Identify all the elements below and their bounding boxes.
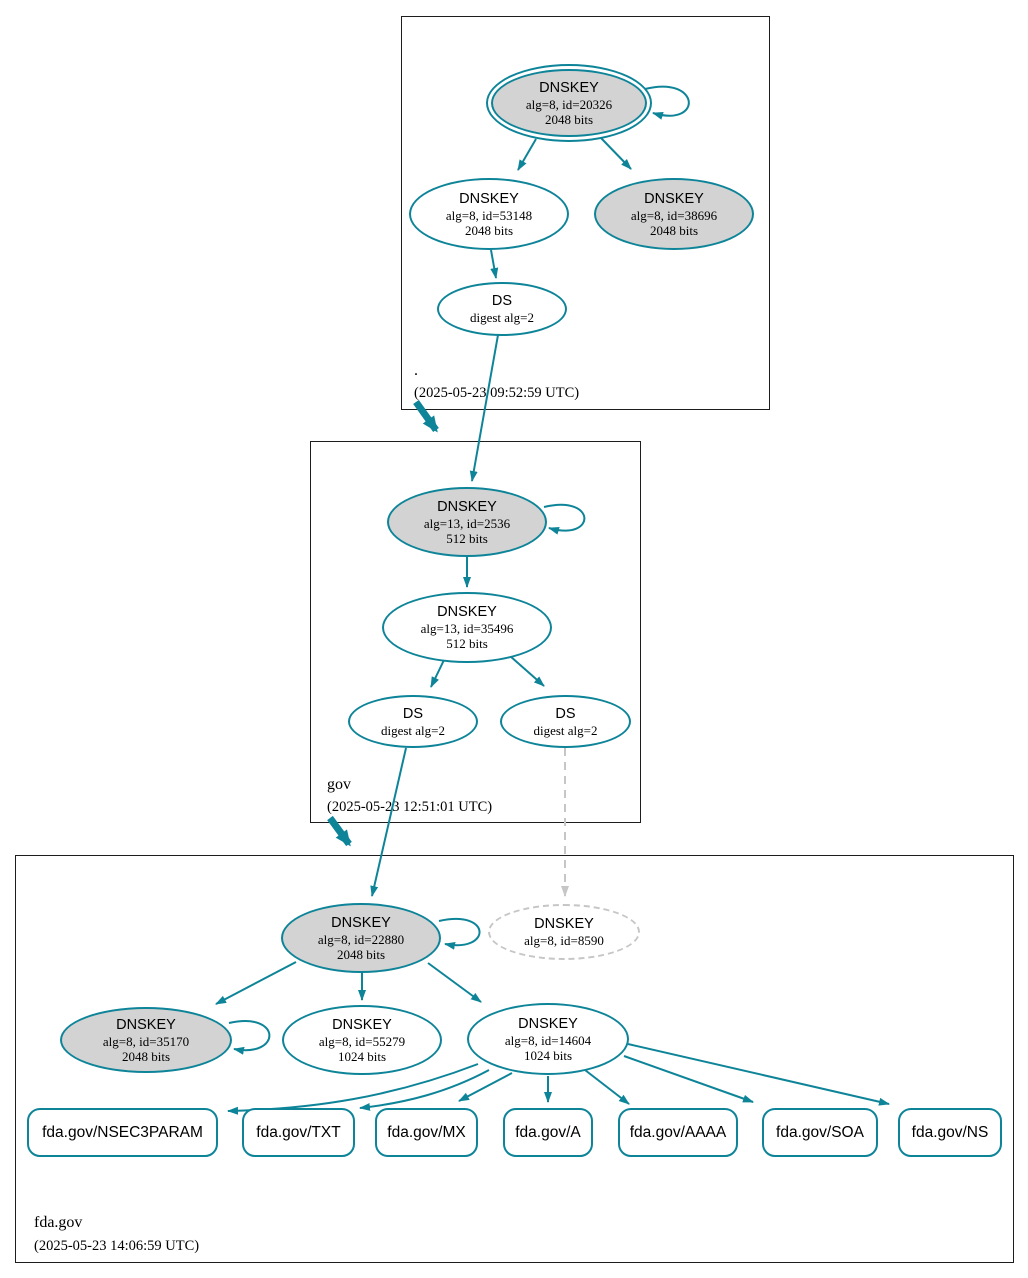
node-title: DNSKEY xyxy=(331,914,391,931)
node-bits: 2048 bits xyxy=(464,222,514,238)
zone-box-root: . (2025-05-23 09:52:59 UTC) xyxy=(401,16,770,410)
node-detail: digest alg=2 xyxy=(380,722,446,738)
rrset-node-mx[interactable]: fda.gov/MX xyxy=(375,1108,478,1157)
dnskey-node-20326-ksk[interactable]: DNSKEY alg=8, id=20326 2048 bits xyxy=(486,64,652,142)
edge-delegation-root-to-gov xyxy=(413,399,439,433)
node-title: DS xyxy=(402,705,424,722)
node-detail: digest alg=2 xyxy=(469,310,535,325)
dnskey-node-38696[interactable]: DNSKEY alg=8, id=38696 2048 bits xyxy=(594,178,754,250)
edge-gov-zsk-to-ds2 xyxy=(509,655,545,687)
edge-gov-zsk-to-ds1 xyxy=(430,659,445,688)
edge-delegation-gov-to-fdagov xyxy=(327,815,352,847)
node-bits: 2048 bits xyxy=(544,111,594,127)
node-title: DNSKEY xyxy=(539,79,599,96)
node-detail: alg=8, id=53148 xyxy=(445,207,533,223)
edge-zsk-to-mx xyxy=(458,1072,513,1102)
edge-root-zsk-to-ds xyxy=(490,249,499,279)
rrset-node-nsec3param[interactable]: fda.gov/NSEC3PARAM xyxy=(27,1108,218,1157)
node-title: DNSKEY xyxy=(437,604,497,620)
edge-root-ksk-to-key38696 xyxy=(600,137,632,170)
ds-node-gov-2[interactable]: DS digest alg=2 xyxy=(500,695,631,748)
node-title: DNSKEY xyxy=(518,1015,578,1032)
node-detail: alg=8, id=55279 xyxy=(318,1033,406,1049)
node-title: DNSKEY xyxy=(459,190,519,207)
zone-box-gov: gov (2025-05-23 12:51:01 UTC) xyxy=(310,441,641,823)
node-title: DS xyxy=(555,705,576,722)
edge-zsk-to-soa xyxy=(623,1055,754,1103)
dnskey-node-53148[interactable]: DNSKEY alg=8, id=53148 2048 bits xyxy=(409,178,569,250)
node-bits: 2048 bits xyxy=(121,1048,171,1064)
edge-zsk-to-ns xyxy=(627,1043,890,1106)
dnskey-node-14604-zsk[interactable]: DNSKEY alg=8, id=14604 1024 bits xyxy=(467,1003,629,1075)
node-bits: 1024 bits xyxy=(337,1048,387,1064)
node-detail: alg=8, id=35170 xyxy=(102,1033,190,1049)
ds-node-root[interactable]: DS digest alg=2 xyxy=(437,282,567,336)
node-title: DNSKEY xyxy=(437,498,497,515)
node-title: DS xyxy=(491,293,513,309)
node-title: DNSKEY xyxy=(116,1016,176,1033)
zone-timestamp-root: (2025-05-23 09:52:59 UTC) xyxy=(414,385,580,401)
rrset-node-a[interactable]: fda.gov/A xyxy=(503,1108,593,1157)
node-bits: 1024 bits xyxy=(523,1047,573,1063)
edge-zsk-to-txt xyxy=(359,1069,490,1111)
dnskey-node-55279[interactable]: DNSKEY alg=8, id=55279 1024 bits xyxy=(282,1005,442,1075)
node-detail: alg=8, id=8590 xyxy=(524,933,604,948)
node-title: DNSKEY xyxy=(644,190,704,207)
zone-label-root: . xyxy=(414,362,418,379)
edge-root-ksk-to-zsk xyxy=(517,138,537,171)
edge-root-ds-to-gov-ksk xyxy=(469,334,499,482)
node-detail: alg=8, id=20326 xyxy=(525,96,613,112)
node-detail: alg=8, id=22880 xyxy=(317,931,405,947)
dnskey-node-35496[interactable]: DNSKEY alg=13, id=35496 512 bits xyxy=(382,592,552,663)
zone-label-fdagov: fda.gov xyxy=(34,1214,83,1231)
zone-label-gov: gov xyxy=(327,776,351,793)
edge-fdagov-ksk-to-key35170 xyxy=(215,961,297,1005)
edge-gov-ds1-to-fdagov-ksk xyxy=(370,747,407,897)
edge-fdagov-ksk-to-zsk xyxy=(427,962,482,1003)
node-detail: alg=13, id=35496 xyxy=(420,621,514,636)
edge-key35170-selfsign xyxy=(228,1020,271,1055)
dnskey-node-8590-missing[interactable]: DNSKEY alg=8, id=8590 xyxy=(488,904,640,960)
node-bits: 2048 bits xyxy=(336,946,386,962)
node-detail: digest alg=2 xyxy=(533,722,598,738)
node-detail: alg=8, id=14604 xyxy=(504,1032,592,1048)
zone-timestamp-fdagov: (2025-05-23 14:06:59 UTC) xyxy=(34,1238,200,1254)
edge-root-ksk-selfsign xyxy=(644,85,690,120)
node-detail: alg=8, id=38696 xyxy=(630,207,718,223)
node-bits: 2048 bits xyxy=(649,222,699,238)
rrset-node-soa[interactable]: fda.gov/SOA xyxy=(762,1108,878,1157)
node-bits: 512 bits xyxy=(446,530,488,546)
rrset-node-txt[interactable]: fda.gov/TXT xyxy=(242,1108,355,1157)
rrset-node-ns[interactable]: fda.gov/NS xyxy=(898,1108,1002,1157)
node-bits: 512 bits xyxy=(446,636,488,651)
dnskey-node-2536-ksk[interactable]: DNSKEY alg=13, id=2536 512 bits xyxy=(387,487,547,557)
zone-timestamp-gov: (2025-05-23 12:51:01 UTC) xyxy=(327,799,493,815)
ds-node-gov-1[interactable]: DS digest alg=2 xyxy=(348,695,478,748)
zone-box-fdagov: fda.gov (2025-05-23 14:06:59 UTC) xyxy=(15,855,1014,1263)
dnskey-node-22880-ksk[interactable]: DNSKEY alg=8, id=22880 2048 bits xyxy=(281,903,441,973)
node-detail: alg=13, id=2536 xyxy=(423,515,511,531)
edge-fdagov-ksk-selfsign xyxy=(438,918,481,950)
node-title: DNSKEY xyxy=(332,1016,392,1033)
node-title: DNSKEY xyxy=(534,916,594,932)
rrset-node-aaaa[interactable]: fda.gov/AAAA xyxy=(618,1108,738,1157)
edge-zsk-to-aaaa xyxy=(584,1069,630,1105)
dnskey-node-35170[interactable]: DNSKEY alg=8, id=35170 2048 bits xyxy=(60,1007,232,1073)
dnskey-node-20326-inner: DNSKEY alg=8, id=20326 2048 bits xyxy=(491,69,647,137)
edge-gov-ksk-selfsign xyxy=(543,503,586,535)
